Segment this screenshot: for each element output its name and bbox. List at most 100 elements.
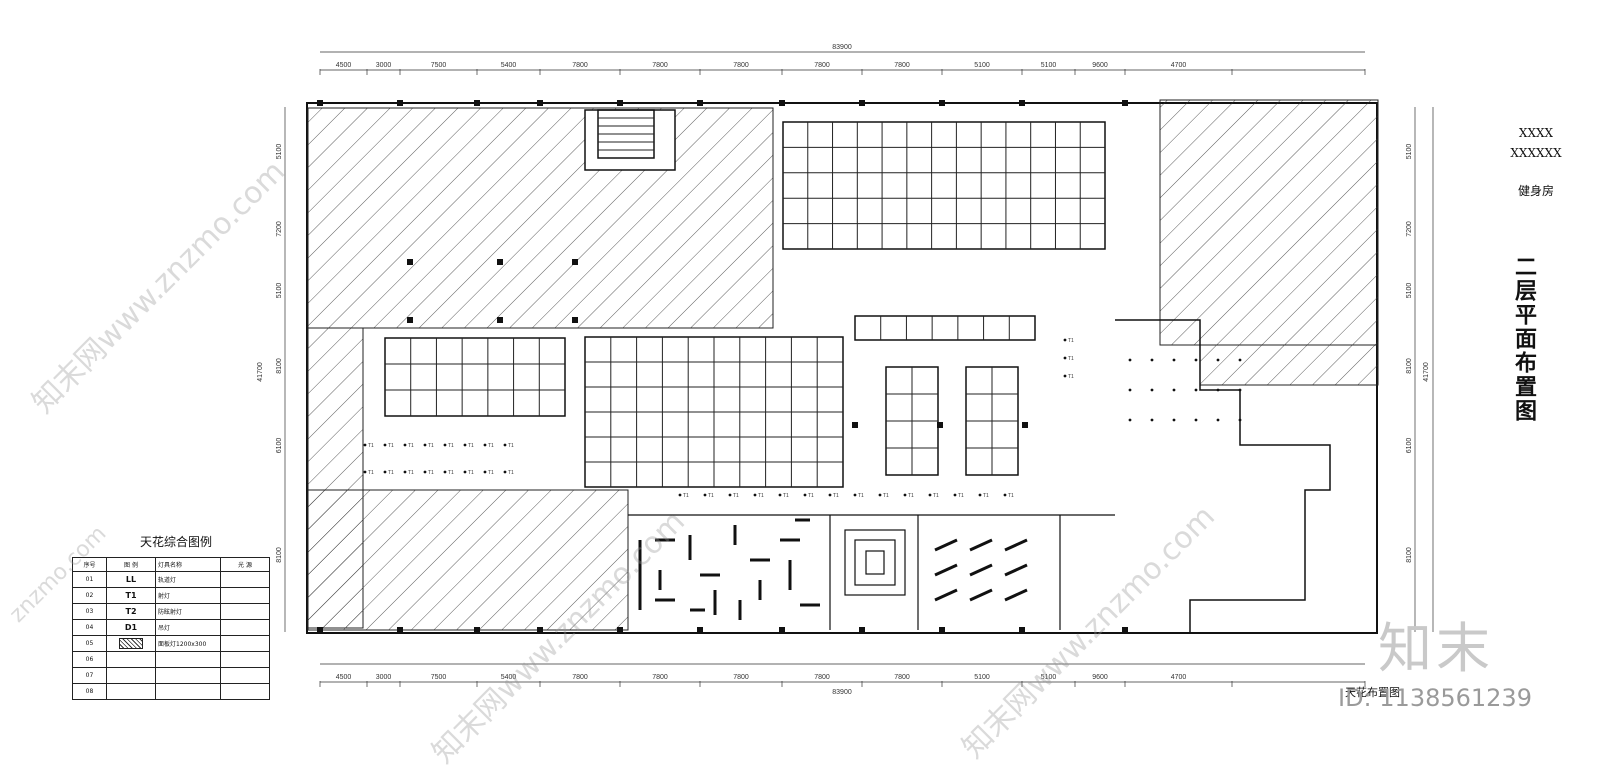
dimension-label: 8100 xyxy=(276,547,283,563)
column xyxy=(779,100,785,106)
legend-source xyxy=(220,635,270,652)
column xyxy=(1022,422,1028,428)
light-tag: T1 xyxy=(468,470,474,476)
light-tag: T1 xyxy=(808,493,814,499)
legend-name: 吊灯 xyxy=(155,619,221,636)
dimension-label: 7500 xyxy=(431,62,447,69)
pendant-light-symbol: D1 xyxy=(106,619,156,636)
ceiling-grid xyxy=(782,121,1106,250)
dimension-label: 7800 xyxy=(894,62,910,69)
light-tag: T1 xyxy=(508,443,514,449)
light-tag: T1 xyxy=(428,443,434,449)
column xyxy=(939,100,945,106)
light-dot xyxy=(483,443,487,447)
treadmill-bar xyxy=(1004,563,1028,577)
treadmill-bar xyxy=(934,588,958,602)
light-dot xyxy=(1128,418,1132,422)
legend-header-source: 光 源 xyxy=(220,557,270,572)
legend-source xyxy=(220,683,270,700)
column xyxy=(397,627,403,633)
column xyxy=(572,259,578,265)
light-dot xyxy=(1194,418,1198,422)
panel-light-symbol xyxy=(106,635,156,652)
legend-source xyxy=(220,603,270,620)
light-dot xyxy=(953,493,957,497)
treadmill-bar xyxy=(1004,588,1028,602)
light-dot xyxy=(678,493,682,497)
light-dot xyxy=(1172,418,1176,422)
light-dot xyxy=(423,470,427,474)
light-tag: T1 xyxy=(408,470,414,476)
total-dimension-label: 83900 xyxy=(832,689,852,696)
dimension-label: 3000 xyxy=(376,674,392,681)
legend-row: 07 xyxy=(72,667,270,684)
light-dot xyxy=(483,470,487,474)
light-tag: T1 xyxy=(708,493,714,499)
dimension-label: 5100 xyxy=(1406,283,1413,299)
treadmill-bar xyxy=(934,563,958,577)
light-tag: T1 xyxy=(758,493,764,499)
panel-light-swatch-icon xyxy=(119,638,143,649)
ceiling-grid xyxy=(854,315,1036,341)
watermark-id: ID: 1138561239 xyxy=(1338,684,1532,712)
building-outline xyxy=(306,99,1379,634)
legend-row: 04 D1 吊灯 xyxy=(72,619,270,636)
dimension-label: 9600 xyxy=(1092,674,1108,681)
legend-no: 08 xyxy=(72,683,107,700)
dimension-label: 5100 xyxy=(276,144,283,160)
hatched-zone-northeast xyxy=(1159,99,1379,346)
dimension-label: 6100 xyxy=(1406,438,1413,454)
track-light-symbol: LL xyxy=(106,571,156,588)
light-dot xyxy=(778,493,782,497)
total-dimension-label: 83900 xyxy=(832,44,852,51)
light-dot xyxy=(1150,358,1154,362)
light-tag: T1 xyxy=(1068,374,1074,380)
treadmill-bar xyxy=(1004,538,1028,552)
dimension-label: 7200 xyxy=(1406,221,1413,237)
structural-columns xyxy=(317,100,1128,633)
legend-name xyxy=(155,683,221,700)
legend-source xyxy=(220,571,270,588)
dimension-label: 7800 xyxy=(894,674,910,681)
dimension-label: 4700 xyxy=(1171,62,1187,69)
column xyxy=(397,100,403,106)
column xyxy=(317,627,323,633)
column xyxy=(937,422,943,428)
column xyxy=(852,422,858,428)
column xyxy=(859,100,865,106)
light-dot xyxy=(803,493,807,497)
legend-row: 03 T2 防眩射灯 xyxy=(72,603,270,620)
light-dot xyxy=(728,493,732,497)
light-dot xyxy=(1216,358,1220,362)
legend-name xyxy=(155,667,221,684)
light-dot xyxy=(1238,358,1242,362)
light-dot xyxy=(463,443,467,447)
dimension-label: 7800 xyxy=(814,674,830,681)
column xyxy=(407,259,413,265)
light-dot xyxy=(1238,418,1242,422)
dimension-label: 7800 xyxy=(733,674,749,681)
legend-source xyxy=(220,619,270,636)
legend-name: 轨道灯 xyxy=(155,571,221,588)
legend-row: 06 xyxy=(72,651,270,668)
light-dot xyxy=(363,470,367,474)
hatched-zone-northwest xyxy=(307,107,774,329)
light-dot xyxy=(1128,388,1132,392)
dimension-label: 7800 xyxy=(733,62,749,69)
column xyxy=(617,100,623,106)
light-tag: T1 xyxy=(388,470,394,476)
dimension-label: 7500 xyxy=(431,674,447,681)
dimension-label: 5100 xyxy=(276,283,283,299)
light-dot xyxy=(463,470,467,474)
dimension-label: 5100 xyxy=(1041,674,1057,681)
column xyxy=(537,100,543,106)
legend-row: 05 面板灯1200x300 xyxy=(72,635,270,652)
hatched-zone-southwest xyxy=(307,489,629,631)
light-tag: T1 xyxy=(448,470,454,476)
legend-no: 07 xyxy=(72,667,107,684)
column xyxy=(474,100,480,106)
light-tag: T1 xyxy=(933,493,939,499)
column xyxy=(572,317,578,323)
